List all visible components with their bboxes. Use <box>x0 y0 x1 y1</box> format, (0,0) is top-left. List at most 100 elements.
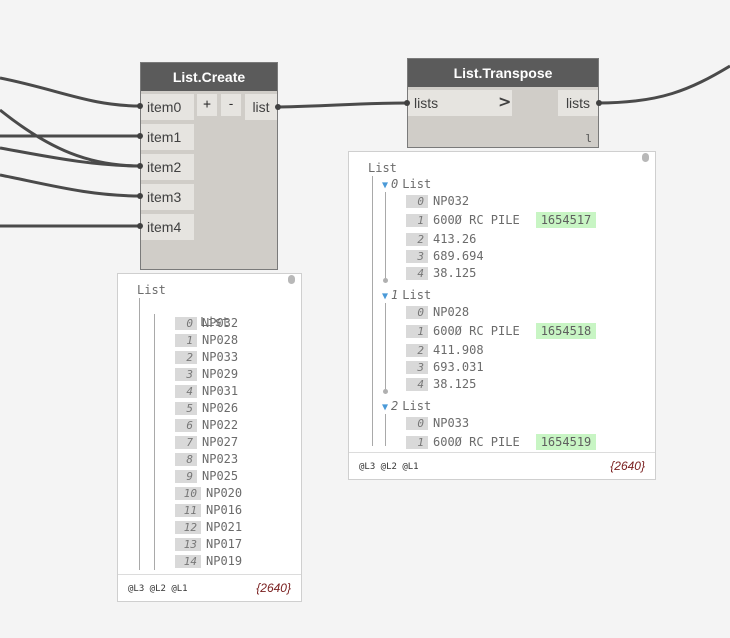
list-item: 3 693.031 <box>406 359 484 375</box>
input-port-lists[interactable]: lists <box>408 90 512 116</box>
item-index: 1 <box>175 334 197 347</box>
item-index: 0 <box>175 317 197 330</box>
item-index: 0 <box>406 195 428 208</box>
collapse-triangle-icon[interactable]: ▼ <box>382 180 389 191</box>
item-value: NP028 <box>202 333 239 347</box>
output-port-list[interactable]: list <box>245 94 277 120</box>
preview-footer: @L3 @L2 @L1 {2640} <box>349 452 655 479</box>
list-transpose-node[interactable]: List.Transpose lists > lists l <box>407 58 599 148</box>
item-index: 11 <box>175 504 201 517</box>
item-index: 2 <box>406 233 428 246</box>
item-value: 38.125 <box>433 377 477 391</box>
item-value: 693.031 <box>433 360 484 374</box>
tree-end-dot <box>383 389 388 394</box>
output-port-lists[interactable]: lists <box>558 90 598 116</box>
input-port-item0[interactable]: item0 <box>141 94 194 120</box>
list-item: 1 NP028 <box>175 332 238 348</box>
item-index: 3 <box>175 368 197 381</box>
item-value: NP025 <box>202 469 239 483</box>
item-index: 13 <box>175 538 201 551</box>
add-input-button[interactable]: + <box>197 94 217 116</box>
item-index: 4 <box>406 267 428 280</box>
item-index: 2 <box>406 344 428 357</box>
item-index: 3 <box>406 250 428 263</box>
item-value: NP033 <box>202 350 239 364</box>
item-value: 413.26 <box>433 232 477 246</box>
collapse-triangle-icon[interactable]: ▼ <box>382 291 389 302</box>
tree-line <box>139 298 140 570</box>
item-value: NP027 <box>202 435 239 449</box>
collapse-triangle-icon[interactable]: ▼ <box>382 402 389 413</box>
preview-scrollbar[interactable] <box>642 153 649 162</box>
preview-scrollbar[interactable] <box>288 275 295 284</box>
item-index: 2 <box>175 351 197 364</box>
list-transpose-title: List.Transpose <box>408 59 598 87</box>
item-value: NP016 <box>206 503 243 517</box>
port-dot <box>137 193 143 199</box>
tree-line <box>372 176 373 446</box>
item-value: NP017 <box>206 537 243 551</box>
item-index: 5 <box>175 402 197 415</box>
remove-input-button[interactable]: - <box>221 94 241 116</box>
item-index: 6 <box>175 419 197 432</box>
item-index: 0 <box>406 417 428 430</box>
port-dot <box>275 104 281 110</box>
level-indicator[interactable]: @L3 @L2 @L1 <box>128 584 188 594</box>
item-value: 600Ø RC PILE <box>433 324 520 338</box>
item-index: 1 <box>406 214 428 227</box>
item-value: NP032 <box>433 194 470 208</box>
list-index: 2 <box>391 399 399 413</box>
item-value: NP029 <box>202 367 239 381</box>
input-port-item4[interactable]: item4 <box>141 214 194 240</box>
element-id-badge[interactable]: 1654517 <box>535 212 597 228</box>
port-dot <box>137 163 143 169</box>
lacing-indicator[interactable]: l <box>585 132 592 145</box>
item-index: 9 <box>175 470 197 483</box>
list-item: 0 NP032 <box>406 193 469 209</box>
item-index: 1 <box>406 325 428 338</box>
list-item: 1 600Ø RC PILE 1654518 <box>406 323 597 339</box>
sublist-label: List <box>402 288 432 302</box>
element-id-badge[interactable]: 1654518 <box>535 323 597 339</box>
preview-root-label: List <box>368 161 397 175</box>
input-port-item2[interactable]: item2 <box>141 154 194 180</box>
item-value: 411.908 <box>433 343 484 357</box>
sublist-label: List <box>200 315 230 329</box>
chevron-right-icon: > <box>498 92 512 111</box>
list-create-node[interactable]: List.Create item0 + - list item1 item2 i… <box>140 62 278 270</box>
sublist-label: List <box>402 177 432 191</box>
wire-item0 <box>0 76 142 108</box>
item-index: 12 <box>175 521 201 534</box>
input-port-item1[interactable]: item1 <box>141 124 194 150</box>
tree-line <box>154 314 155 570</box>
item-value: NP021 <box>206 520 243 534</box>
wire-item2-a <box>0 108 142 168</box>
list-item: 11 NP016 <box>175 502 242 518</box>
input-port-item3[interactable]: item3 <box>141 184 194 210</box>
item-value: NP032 <box>202 316 239 330</box>
item-value: NP019 <box>206 554 243 568</box>
item-index: 3 <box>406 361 428 374</box>
list-item: 3 NP029 <box>175 366 238 382</box>
item-value: NP031 <box>202 384 239 398</box>
element-id-badge[interactable]: 1654519 <box>535 434 597 450</box>
level-indicator[interactable]: @L3 @L2 @L1 <box>359 462 419 472</box>
tree-end-dot <box>383 278 388 283</box>
list-item: 2 411.908 <box>406 342 484 358</box>
